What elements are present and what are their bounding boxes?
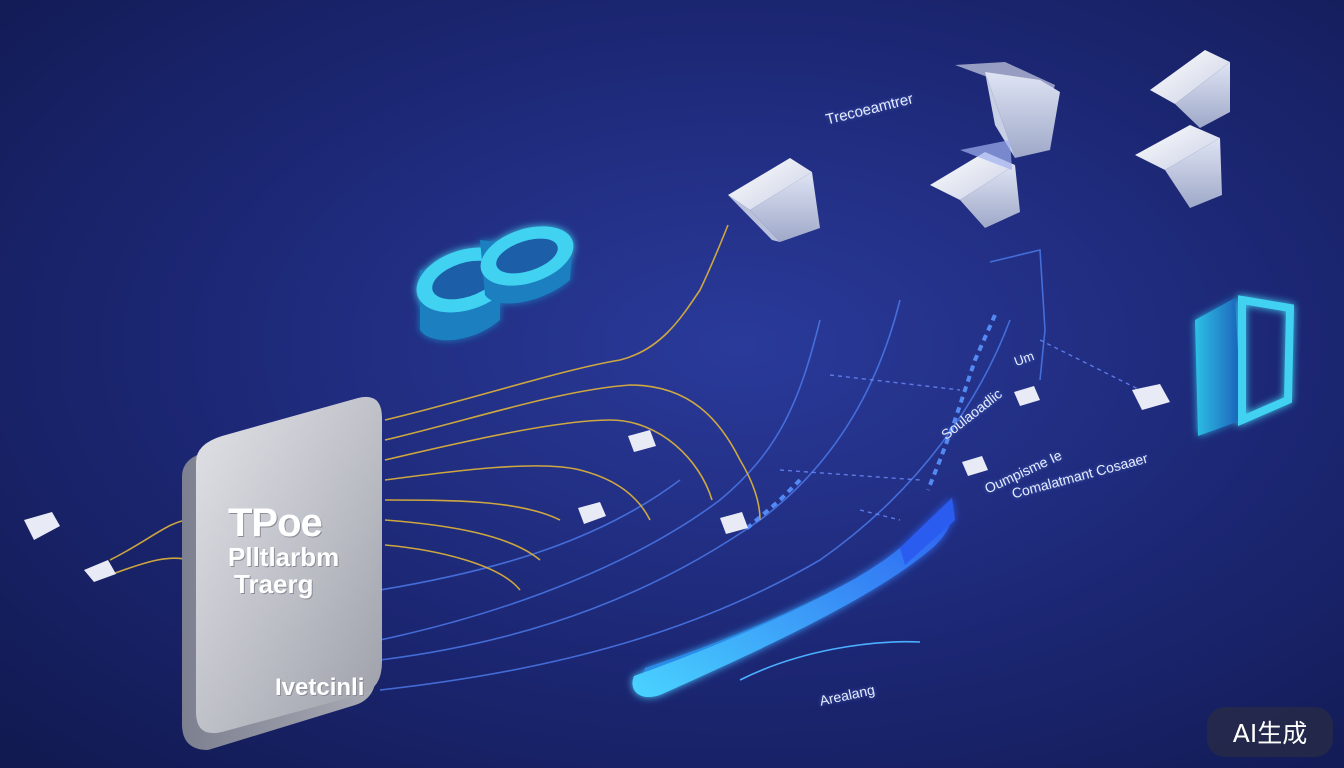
- blue-flow-lines: [379, 248, 1046, 691]
- white-node-markers: [24, 384, 1170, 582]
- white-cube-5: [1135, 125, 1222, 208]
- card-title-line-3: Traerg: [234, 569, 314, 600]
- white-cube-1: [728, 158, 820, 242]
- dotted-signal-line: [743, 314, 997, 532]
- white-cube-2: [955, 62, 1060, 158]
- glowing-blue-bar: [632, 498, 955, 698]
- card-footer: Ivetcinli: [275, 674, 365, 701]
- ai-generated-badge: AI生成: [1207, 707, 1333, 757]
- card-title-line-2: Plltlarbm: [228, 542, 340, 572]
- cyan-pillar: [1195, 295, 1295, 436]
- white-cube-3: [930, 140, 1020, 228]
- dashed-connector-lines: [779, 339, 1151, 521]
- silver-card: [182, 396, 382, 750]
- white-cube-4: [1150, 50, 1230, 128]
- cyan-chain-links: [416, 226, 574, 341]
- gold-flow-lines: [109, 224, 761, 591]
- card-title-line-1: TPoe: [228, 501, 323, 545]
- card-title: TPoe Plltlarbm Traerg: [228, 502, 339, 599]
- bar-shadow-line: [739, 640, 921, 681]
